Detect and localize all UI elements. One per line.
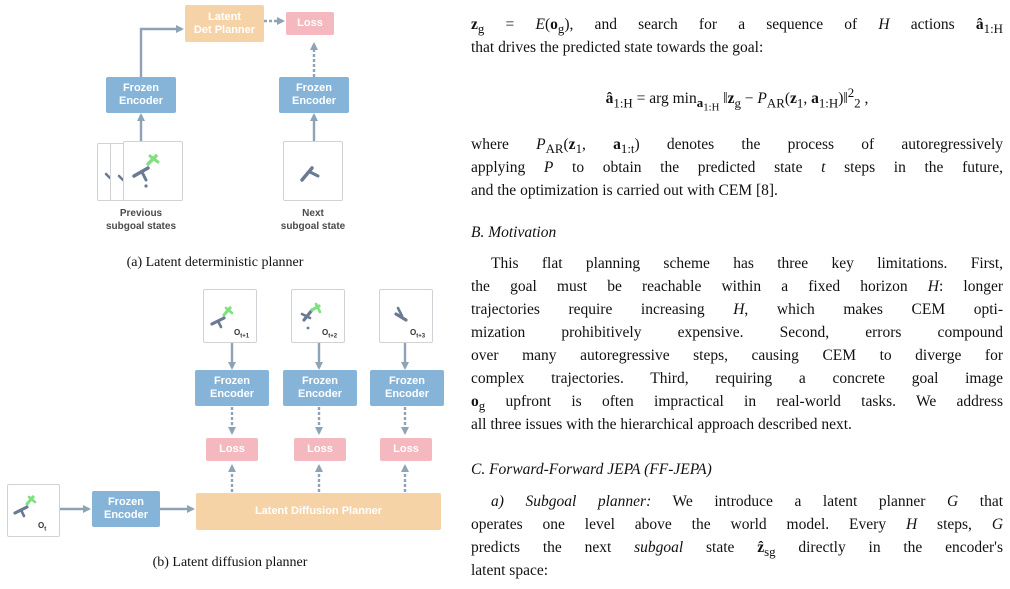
section-c-heading: C. Forward-Forward JEPA (FF-JEPA) (471, 461, 712, 478)
frozen-label: Frozen (213, 375, 251, 387)
obs-subscript: t+2 (328, 333, 338, 340)
frozen-label: Frozen (301, 375, 339, 387)
loss-box-b2: Loss (294, 438, 346, 461)
frozen-label: Frozen (107, 496, 145, 508)
para-1-line-1: zg = E(og), and search for a sequence of… (471, 16, 1003, 37)
obs-letter: O (410, 328, 417, 337)
section-b-heading: B. Motivation (471, 224, 557, 241)
obs-subscript: t+1 (240, 333, 250, 340)
agent-icon (13, 495, 37, 518)
latent-det-planner-line2: Det Planner (193, 23, 256, 36)
agent-icon (132, 154, 160, 188)
encoder-label: Encoder (118, 95, 163, 107)
agent-icon (300, 166, 320, 182)
para-b-line-4: mization prohibitively expensive. Second… (471, 324, 1003, 341)
para-2-line-2: applying P to obtain the predicted state… (471, 159, 1003, 176)
caption-a: (a) Latent deterministic planner (126, 255, 304, 270)
obs-thumb-t2: Ot+2 (291, 289, 345, 343)
caption-b: (b) Latent diffusion planner (152, 555, 308, 570)
para-c-line-1: a) Subgoal planner: We introduce a laten… (491, 493, 1003, 510)
loss-label: Loss (393, 443, 419, 455)
loss-box-a: Loss (286, 12, 334, 35)
para-1-line-2: that drives the predicted state towards … (471, 39, 764, 56)
next-state-thumb (283, 141, 343, 201)
obs-letter: O (38, 521, 45, 530)
frozen-label: Frozen (295, 82, 333, 94)
para-c-line-3: predicts the next subgoal state ẑsg dire… (471, 539, 1003, 560)
loss-label: Loss (219, 443, 245, 455)
obs-thumb-t: Ot (7, 484, 60, 537)
para-b-line-5: over many autoregressive steps, causing … (471, 347, 1003, 364)
para-b-line-8: all three issues with the hierarchical a… (471, 416, 852, 433)
frozen-label: Frozen (388, 375, 426, 387)
loss-label: Loss (297, 17, 323, 29)
encoder-label: Encoder (209, 388, 254, 400)
frozen-label: Frozen (122, 82, 160, 94)
encoder-label: Encoder (297, 388, 342, 400)
encoder-label: Encoder (103, 509, 148, 521)
loss-label: Loss (307, 443, 333, 455)
obs-thumb-t3: Ot+3 (379, 289, 433, 343)
latent-diffusion-planner-box: Latent Diffusion Planner (196, 493, 441, 530)
equation-argmin: â1:H = arg mina1:H ‖zg − PAR(z1, a1:H)‖2… (605, 85, 869, 114)
obs-thumb-t1: Ot+1 (203, 289, 257, 343)
figure-connectors (58, 17, 409, 513)
loss-box-b1: Loss (206, 438, 258, 461)
previous-state-thumb-front (123, 141, 183, 201)
encoder-label: Encoder (291, 95, 336, 107)
para-b-line-6: complex trajectories. Third, requiring a… (471, 370, 1003, 387)
obs-letter: O (234, 328, 241, 337)
para-2-line-3: and the optimization is carried out with… (471, 182, 778, 199)
obs-subscript: t+3 (416, 333, 426, 340)
latent-det-planner-line1: Latent (207, 10, 241, 23)
para-b-line-2: the goal must be reachable within a fixe… (471, 278, 1004, 295)
para-b-line-1: This flat planning scheme has three key … (491, 255, 1003, 272)
para-b-line-3: trajectories require increasing H, which… (471, 301, 1004, 318)
para-c-line-2: operates one level above the world model… (471, 516, 1004, 533)
loss-box-b3: Loss (380, 438, 432, 461)
para-b-line-7: og upfront is often impractical in real-… (471, 393, 1003, 414)
para-2-line-1: where PAR(z1, a1:t) denotes the process … (471, 136, 1003, 157)
agent-icon (394, 306, 408, 322)
encoder-label: Encoder (384, 388, 429, 400)
obs-subscript: t (44, 526, 47, 533)
obs-letter: O (322, 328, 329, 337)
para-c-line-4: latent space: (471, 562, 549, 579)
arrow-encoder-to-planner (139, 25, 184, 77)
agent-icon (210, 306, 234, 329)
agent-icon (300, 302, 322, 330)
